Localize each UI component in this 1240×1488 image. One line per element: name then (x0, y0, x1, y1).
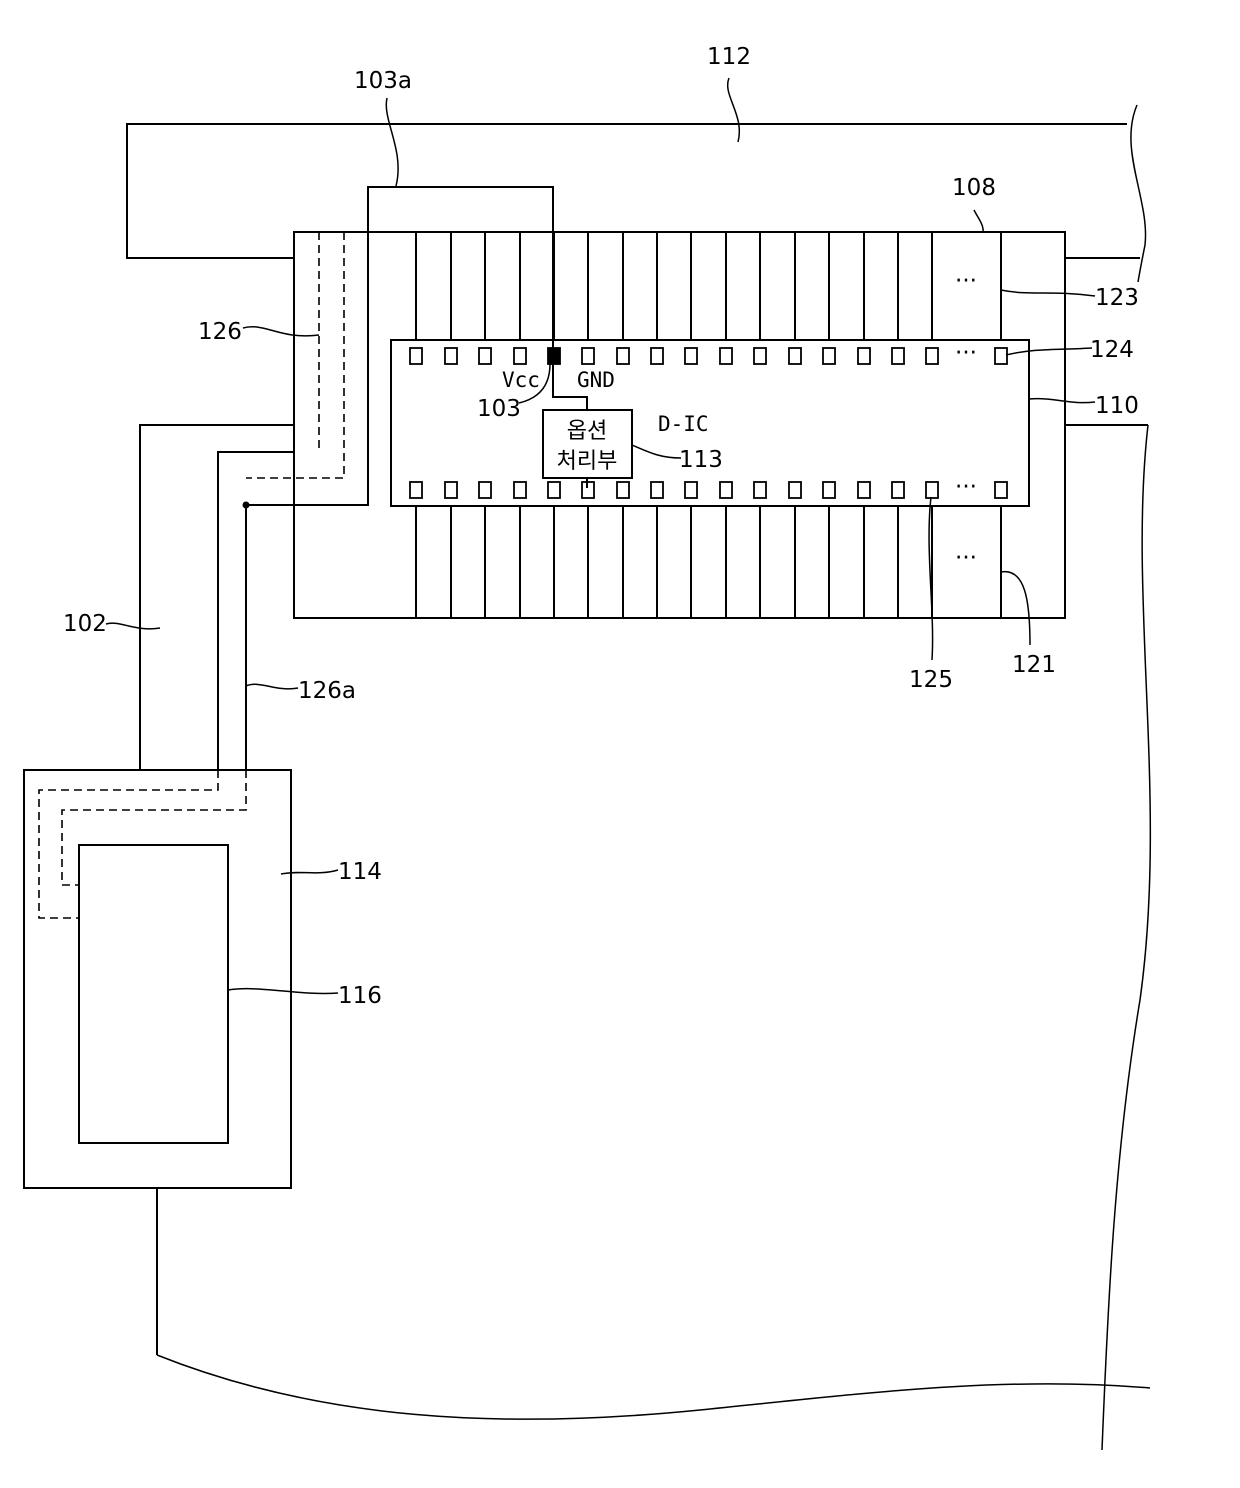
leader-110 (1029, 399, 1095, 403)
input-pad-124 (995, 348, 1007, 364)
ellipsis-pads-top: ··· (955, 340, 977, 366)
input-pad-124 (926, 348, 938, 364)
ellipsis-pads-bottom: ··· (955, 474, 977, 500)
output-pad-125 (445, 482, 457, 498)
leader-126 (243, 327, 319, 336)
output-pad-125 (514, 482, 526, 498)
leader-108 (974, 210, 983, 232)
label-112: 112 (707, 44, 751, 70)
label-102: 102 (63, 611, 107, 637)
output-pad-125 (548, 482, 560, 498)
ellipsis-top: ··· (955, 268, 977, 294)
input-pad-124 (720, 348, 732, 364)
input-pad-124 (479, 348, 491, 364)
input-pad-124 (410, 348, 422, 364)
leader-116 (228, 989, 338, 994)
output-pad-125 (685, 482, 697, 498)
output-pad-125 (720, 482, 732, 498)
label-116: 116 (338, 983, 382, 1009)
output-pad-125 (651, 482, 663, 498)
inner-block-116 (79, 845, 228, 1143)
output-pad-125 (995, 482, 1007, 498)
output-pad-125 (617, 482, 629, 498)
line-126-solid (218, 452, 294, 770)
vcc-pad-103 (548, 348, 560, 364)
label-124: 124 (1090, 337, 1134, 363)
vcc-label: Vcc (502, 368, 540, 392)
ellipsis-bottom: ··· (955, 545, 977, 571)
label-103: 103 (477, 396, 521, 422)
input-pad-124 (892, 348, 904, 364)
leader-114 (281, 870, 338, 874)
label-126: 126 (198, 319, 242, 345)
input-pad-124 (789, 348, 801, 364)
option-block-line1: 옵션 (567, 419, 607, 444)
input-pad-124 (445, 348, 457, 364)
break-line-right (1102, 425, 1150, 1450)
label-123: 123 (1095, 285, 1139, 311)
input-pad-124 (582, 348, 594, 364)
module-114 (24, 770, 291, 1188)
leader-112 (728, 78, 740, 142)
leader-103a (386, 98, 398, 186)
label-113: 113 (679, 447, 723, 473)
output-pad-125 (789, 482, 801, 498)
label-114: 114 (338, 859, 382, 885)
input-pad-124 (685, 348, 697, 364)
label-103a: 103a (354, 68, 412, 94)
input-pad-124 (754, 348, 766, 364)
output-pad-125 (823, 482, 835, 498)
output-pad-125 (892, 482, 904, 498)
dic-label: D-IC (658, 412, 709, 436)
break-line-right-top (1131, 105, 1146, 282)
label-126a: 126a (298, 678, 356, 704)
label-125: 125 (909, 667, 953, 693)
output-pad-125 (754, 482, 766, 498)
leader-121 (1001, 572, 1030, 645)
label-121: 121 (1012, 652, 1056, 678)
gnd-label: GND (577, 368, 615, 392)
leader-102 (106, 623, 160, 629)
output-pad-125 (410, 482, 422, 498)
output-pad-125 (858, 482, 870, 498)
leader-123 (1001, 290, 1095, 296)
input-pad-124 (617, 348, 629, 364)
input-pad-124 (858, 348, 870, 364)
break-line-bottom (157, 1355, 1150, 1419)
output-pad-125 (926, 482, 938, 498)
label-110: 110 (1095, 393, 1139, 419)
junction-dot (243, 502, 250, 509)
leader-126a (246, 684, 298, 689)
output-pad-125 (479, 482, 491, 498)
input-pad-124 (651, 348, 663, 364)
input-pad-124 (823, 348, 835, 364)
label-108: 108 (952, 175, 996, 201)
option-block-line2: 처리부 (557, 449, 618, 474)
input-pad-124 (514, 348, 526, 364)
